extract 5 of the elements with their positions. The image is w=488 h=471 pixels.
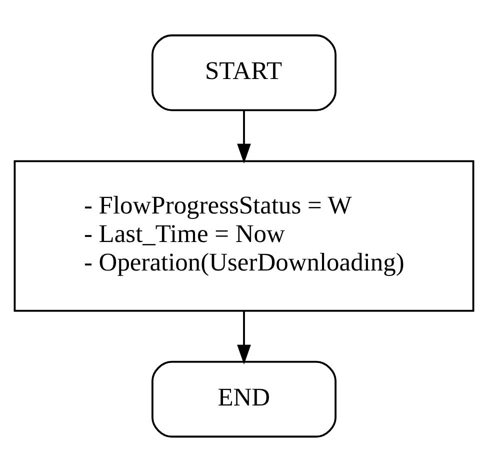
arrow [237, 310, 251, 364]
node-box: START [151, 34, 337, 111]
node-box: END [151, 360, 337, 438]
arrow [237, 110, 251, 164]
node-box: - FlowProgressStatus = W - Last_Time = Now - Operation(UserDownloading) [14, 160, 474, 312]
